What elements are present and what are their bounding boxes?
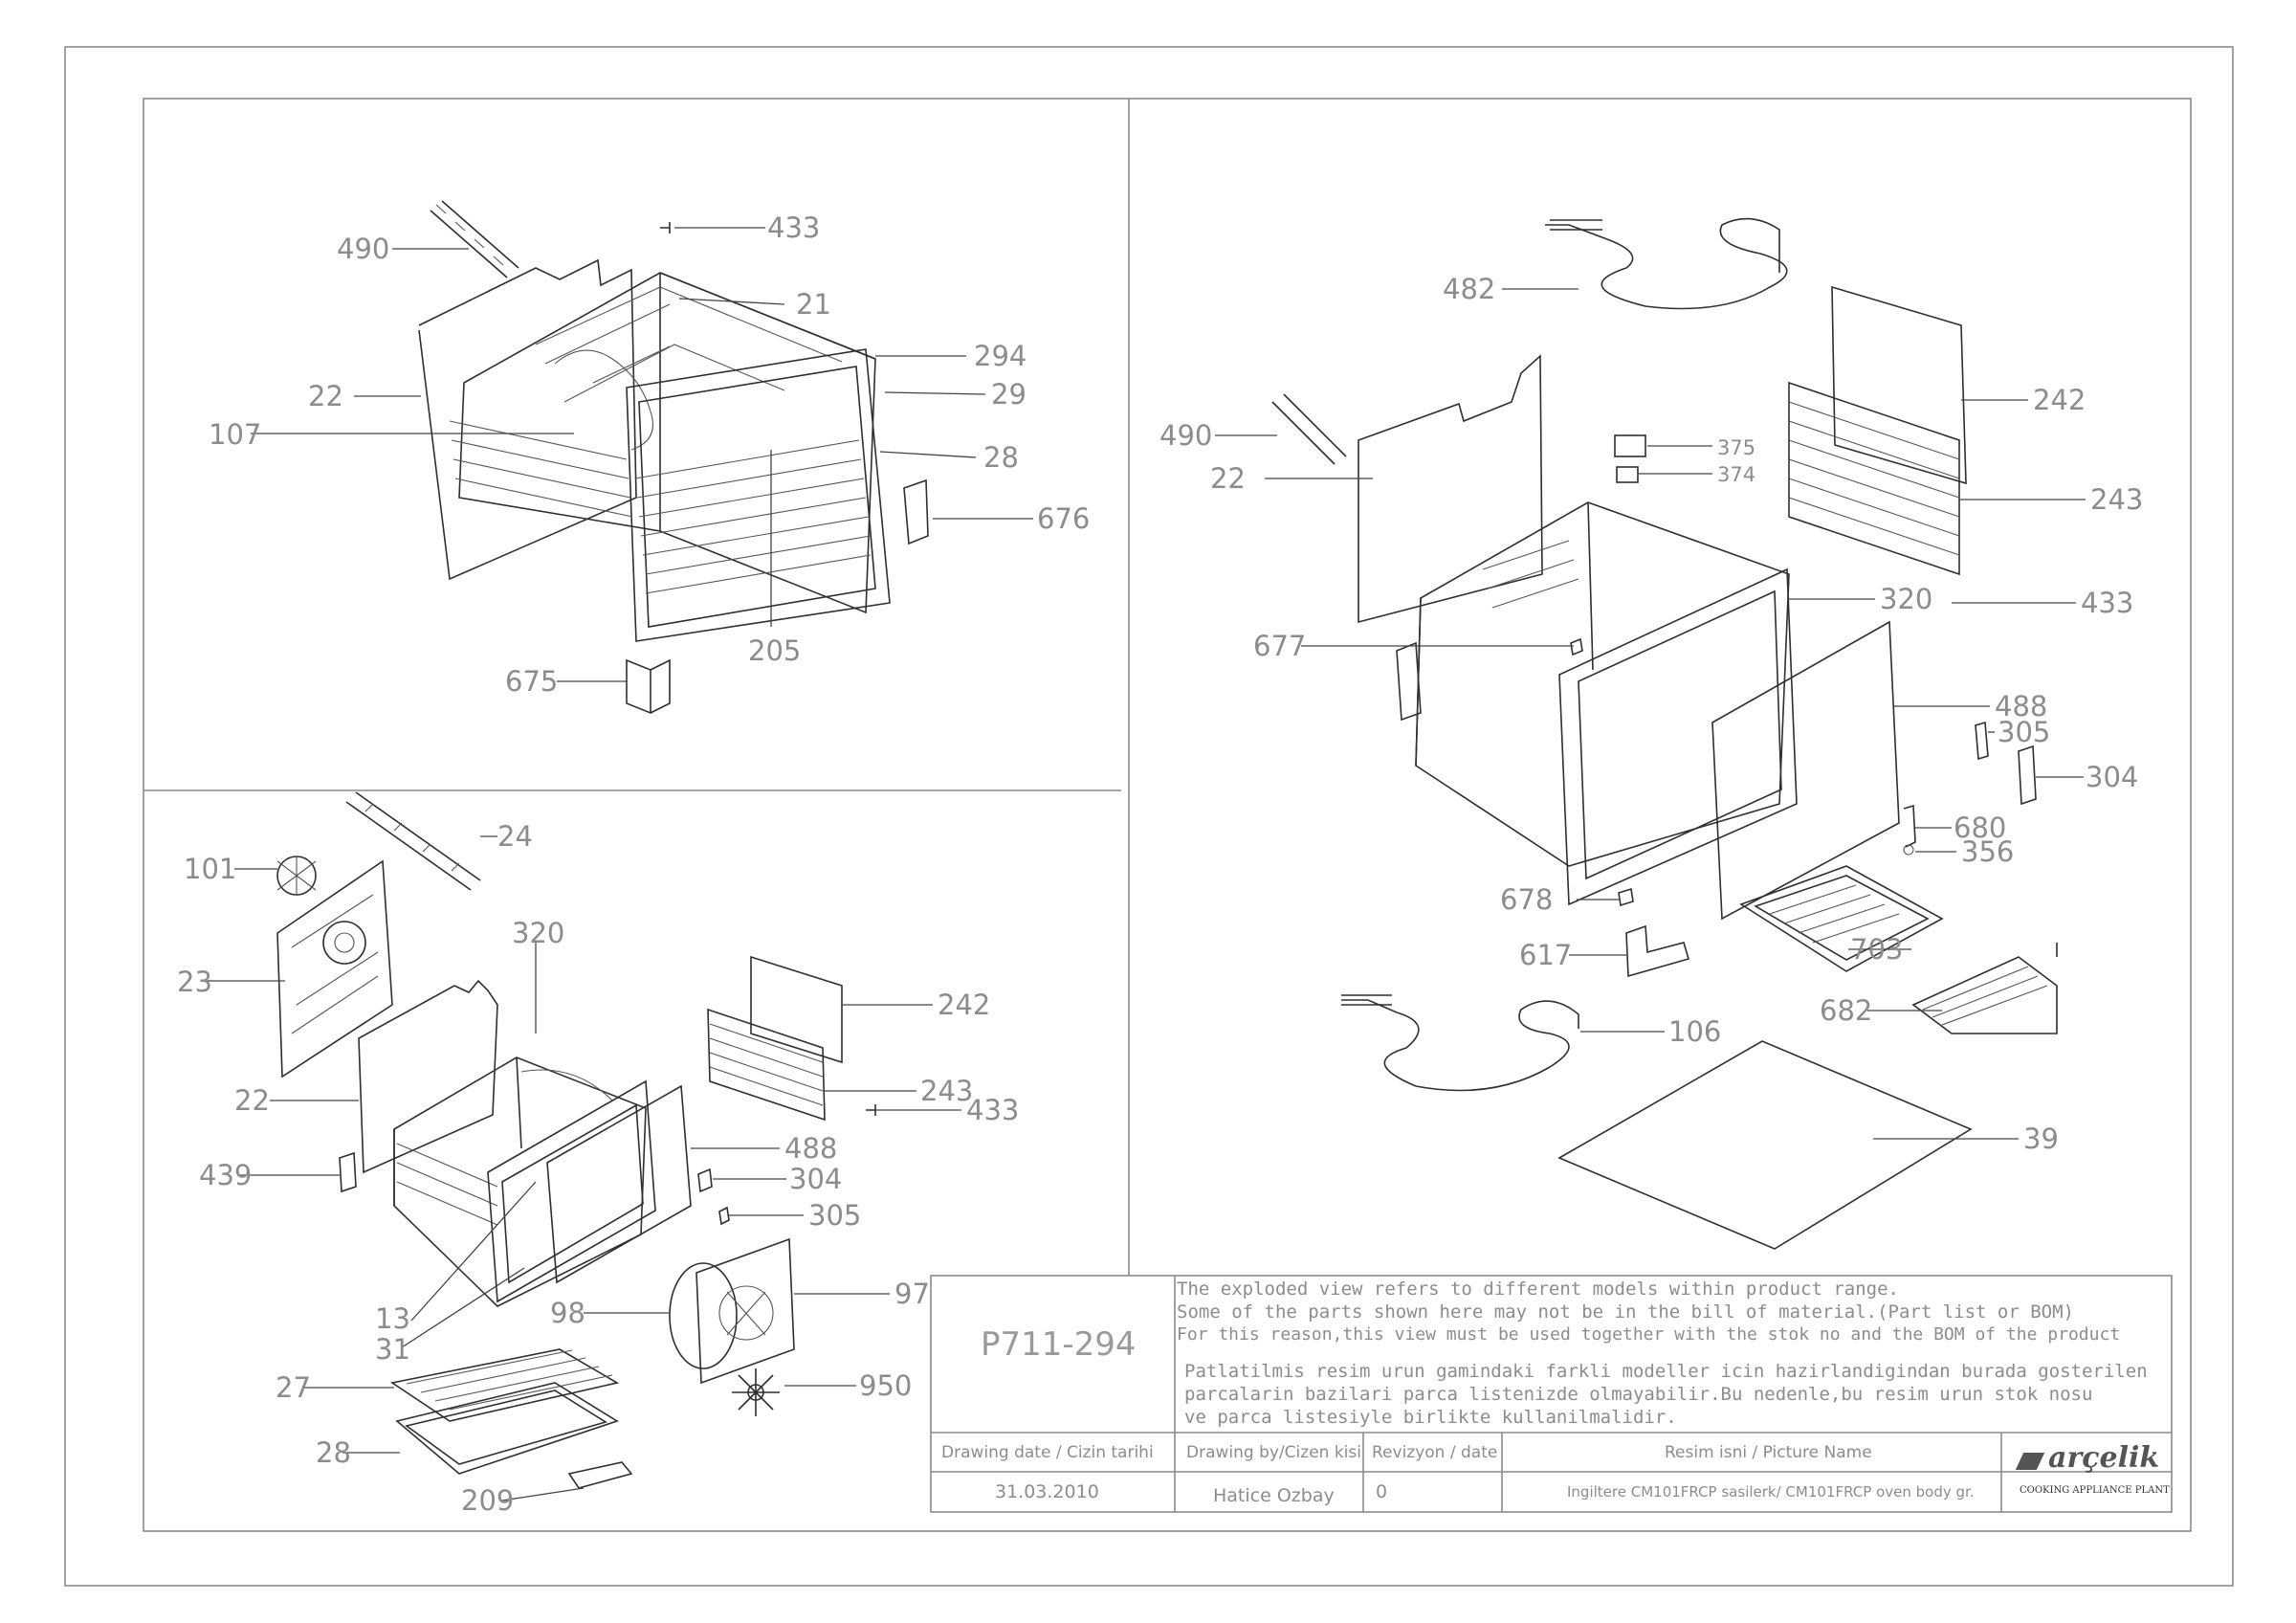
- part-callout-bottom-left-4: 242: [938, 989, 990, 1021]
- part-callout-bottom-left-11: 305: [808, 1199, 861, 1232]
- drawn-by-label: Drawing by/Cizen kisi: [1186, 1443, 1361, 1462]
- part-callout-right-10: 488: [1995, 690, 2047, 723]
- part-callout-bottom-left-16: 27: [276, 1371, 311, 1404]
- part-callout-top-left-3: 294: [974, 340, 1027, 372]
- note-en-3: For this reason,this view must be used t…: [1177, 1324, 2121, 1345]
- part-callout-top-left-6: 22: [308, 380, 343, 412]
- part-callout-bottom-left-15: 97: [894, 1278, 930, 1310]
- brand-plant: COOKING APPLIANCE PLANT: [2020, 1485, 2170, 1496]
- note-tr-1: Patlatilmis resim urun gamindaki farkli …: [1184, 1361, 2148, 1382]
- part-callout-bottom-left-3: 23: [177, 966, 212, 998]
- drawing-code: P711-294: [981, 1325, 1137, 1364]
- part-callout-right-5: 22: [1210, 462, 1246, 495]
- part-callout-bottom-left-7: 433: [966, 1094, 1019, 1126]
- revision: 0: [1376, 1481, 1388, 1502]
- part-callout-right-15: 678: [1500, 883, 1553, 916]
- part-callout-bottom-left-18: 28: [316, 1436, 351, 1469]
- part-callout-right-20: 39: [2023, 1123, 2059, 1155]
- part-callout-right-4: 374: [1717, 463, 1755, 486]
- bottom-left-leaders: [206, 835, 961, 1501]
- note-tr-3: ve parca listesiyle birlikte kullanilmal…: [1184, 1407, 1677, 1428]
- bottom-left-labels: 24 101 320 23 242 22 243 433 488 439 304…: [177, 820, 1019, 1517]
- part-callout-right-19: 106: [1668, 1015, 1721, 1048]
- part-callout-bottom-left-5: 22: [234, 1084, 270, 1117]
- part-callout-bottom-left-17: 950: [859, 1369, 912, 1402]
- top-left-leaders: [251, 227, 1033, 682]
- part-callout-right-8: 433: [2081, 587, 2133, 619]
- part-callout-top-left-2: 21: [796, 288, 831, 321]
- part-callout-top-left-1: 433: [767, 211, 820, 244]
- revision-label: Revizyon / date: [1372, 1443, 1498, 1462]
- part-callout-top-left-4: 29: [991, 378, 1027, 411]
- part-callout-right-7: 320: [1880, 583, 1932, 615]
- brand-mark-icon: [2015, 1453, 2045, 1470]
- part-callout-top-left-5: 28: [983, 441, 1019, 474]
- part-callout-right-0: 482: [1443, 273, 1495, 305]
- note-tr-2: parcalarin bazilari parca listenizde olm…: [1184, 1384, 2093, 1405]
- part-callout-right-12: 304: [2086, 761, 2138, 793]
- part-callout-right-14: 356: [1961, 835, 2014, 868]
- right-oven-assembly: [1271, 217, 2058, 1250]
- right-leaders: [1215, 288, 2086, 1140]
- title-block: [930, 1275, 2173, 1513]
- part-callout-bottom-left-19: 209: [461, 1484, 514, 1517]
- top-left-labels: 490 433 21 294 29 28 22 107 676 205 675: [209, 211, 1090, 698]
- part-callout-bottom-left-0: 24: [497, 820, 533, 853]
- brand-logo-text: arçelik: [2048, 1441, 2160, 1475]
- part-callout-right-1: 242: [2033, 384, 2086, 416]
- part-callout-right-16: 617: [1519, 939, 1572, 971]
- drawing-date-label: Drawing date / Cizin tarihi: [941, 1443, 1154, 1462]
- part-callout-bottom-left-9: 439: [199, 1159, 252, 1191]
- inner-frame: [143, 98, 2192, 1532]
- note-en-2: Some of the parts shown here may not be …: [1177, 1301, 2074, 1323]
- picture-name: Ingiltere CM101FRCP sasilerk/ CM101FRCP …: [1567, 1483, 1975, 1501]
- brand-logo: arçelik COOKING APPLIANCE PLANT: [2014, 1437, 2170, 1504]
- part-callout-right-13: 680: [1954, 812, 2006, 844]
- picture-name-label: Resim isni / Picture Name: [1665, 1443, 1872, 1462]
- part-callout-bottom-left-8: 488: [784, 1132, 837, 1165]
- part-callout-top-left-10: 675: [505, 665, 558, 698]
- part-callout-right-18: 682: [1820, 994, 1872, 1027]
- note-en-1: The exploded view refers to different mo…: [1177, 1278, 1899, 1300]
- part-callout-top-left-7: 107: [209, 418, 261, 451]
- part-callout-right-9: 677: [1253, 630, 1306, 662]
- part-callout-top-left-8: 676: [1037, 502, 1090, 535]
- part-callout-bottom-left-6: 243: [920, 1075, 973, 1107]
- part-callout-bottom-left-2: 320: [512, 917, 564, 949]
- part-callout-right-17: 703: [1850, 933, 1903, 966]
- part-callout-right-6: 243: [2090, 483, 2143, 516]
- part-callout-bottom-left-14: 98: [550, 1297, 585, 1329]
- right-labels: 482 242 490 375 374 22 243 320 433 677 4…: [1159, 273, 2143, 1155]
- part-callout-right-3: 375: [1717, 436, 1755, 459]
- part-callout-bottom-left-13: 31: [375, 1333, 410, 1366]
- part-callout-bottom-left-12: 13: [375, 1302, 410, 1335]
- part-callout-bottom-left-10: 304: [789, 1163, 842, 1195]
- drawn-by: Hatice Ozbay: [1213, 1485, 1335, 1506]
- part-callout-right-2: 490: [1159, 419, 1212, 452]
- outer-frame: [64, 46, 2234, 1587]
- bottom-left-oven-assembly: [276, 791, 876, 1489]
- drawing-date: 31.03.2010: [995, 1481, 1099, 1502]
- part-callout-bottom-left-1: 101: [184, 853, 236, 885]
- part-callout-top-left-9: 205: [748, 634, 801, 667]
- part-callout-top-left-0: 490: [337, 233, 389, 265]
- top-left-oven-assembly: [418, 200, 929, 715]
- part-callout-right-11: 305: [1998, 716, 2050, 748]
